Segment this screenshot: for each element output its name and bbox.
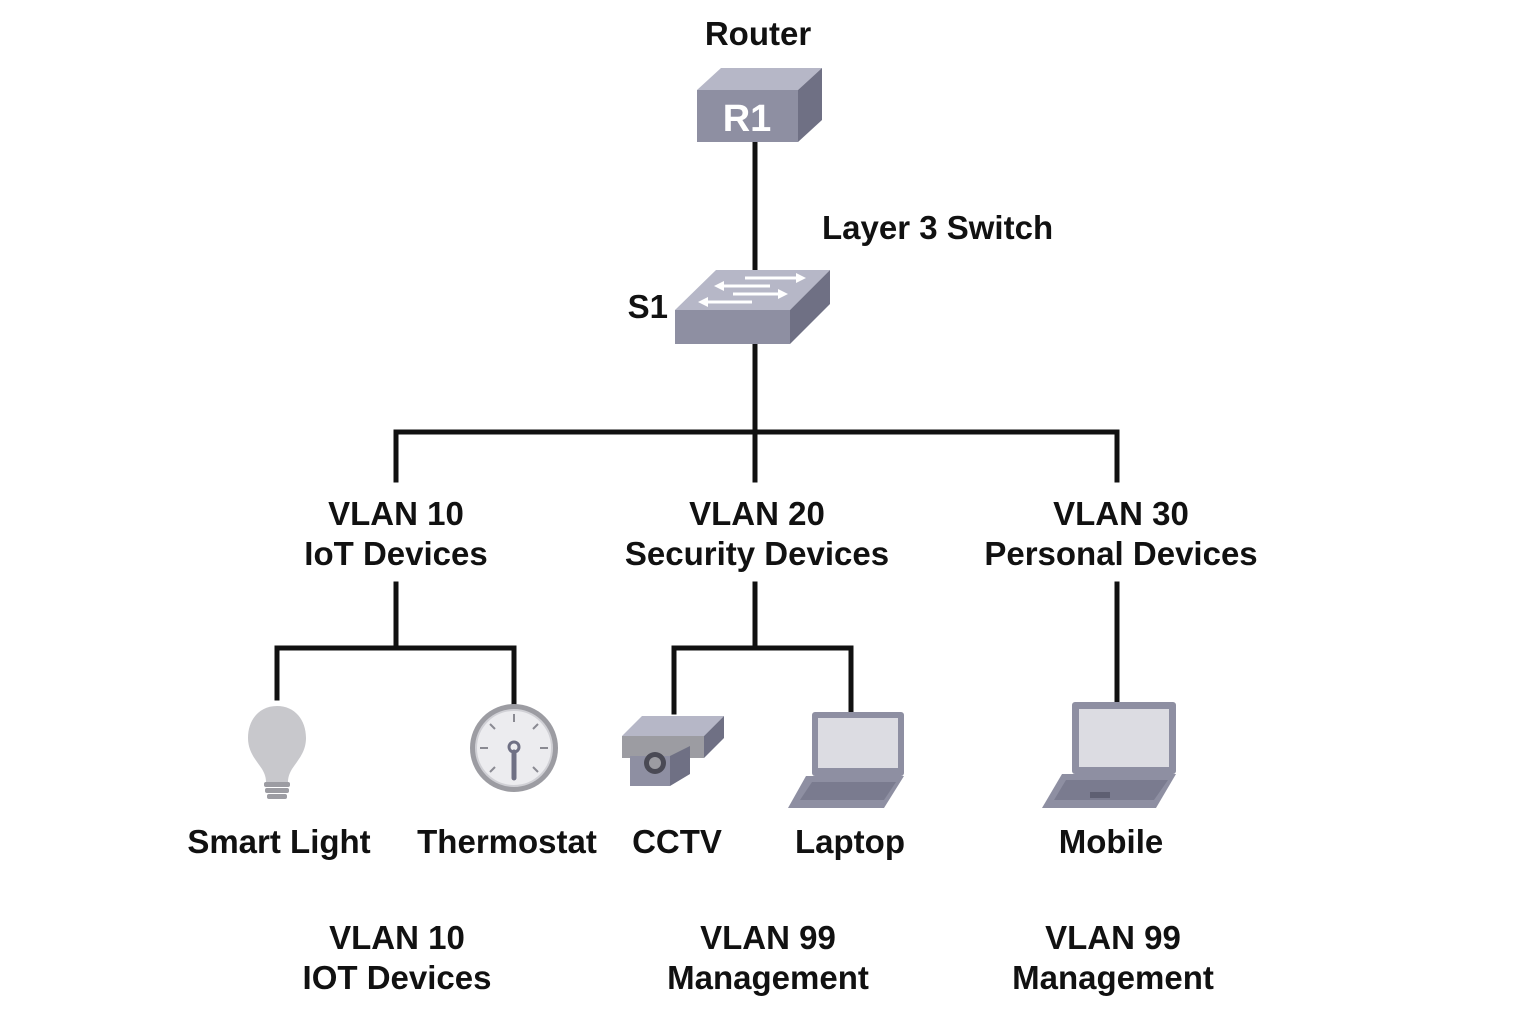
vlan-name: Personal Devices [984,535,1258,572]
switch-icon[interactable] [675,270,830,344]
device-label-cctv: CCTV [632,823,722,860]
link-vlan10-thermostat [393,645,517,705]
switch-title: Layer 3 Switch [822,209,1054,246]
footer-vlan-3: VLAN 99 Management [1012,918,1214,998]
link-vlan20-devices [671,581,758,715]
cctv-camera-icon [622,716,724,786]
vlan-group-10: VLAN 10 IoT Devices [304,494,487,574]
vlan-group-20: VLAN 20 Security Devices [625,494,889,574]
lightbulb-icon [248,706,306,799]
thermostat-icon [470,704,558,792]
vlan-number: VLAN 10 [328,495,464,532]
vlan-number: VLAN 20 [689,495,825,532]
device-label-smart-light: Smart Light [187,823,371,860]
device-label-laptop: Laptop [795,823,905,860]
switch-arrows-icon [698,273,806,307]
router-title: Router [704,15,812,52]
footer-vlan-name: IOT Devices [302,959,492,996]
laptop-icon [788,712,904,808]
mobile-device-icon [1042,702,1176,808]
switch-id-label: S1 [627,288,668,325]
vlan-number: VLAN 30 [1053,495,1189,532]
footer-vlan-1: VLAN 10 IOT Devices [303,918,492,998]
footer-vlan-number: VLAN 99 [1045,919,1181,956]
link-vlan20-laptop [752,645,854,715]
connection-lines [274,139,1120,715]
device-label-thermostat: Thermostat [417,823,597,860]
vlan-name: Security Devices [624,535,890,572]
footer-vlan-2: VLAN 99 Management [667,918,869,998]
router-id-label: R1 [723,98,772,140]
footer-vlan-name: Management [1012,959,1214,996]
footer-vlan-number: VLAN 10 [329,919,465,956]
vlan-group-30: VLAN 30 Personal Devices [984,494,1257,574]
footer-vlan-number: VLAN 99 [700,919,836,956]
device-label-mobile: Mobile [1058,823,1164,860]
vlan-name: IoT Devices [304,535,488,572]
link-vlan10-devices [274,581,399,701]
router-icon[interactable]: R1 [697,68,822,142]
footer-vlan-name: Management [667,959,869,996]
